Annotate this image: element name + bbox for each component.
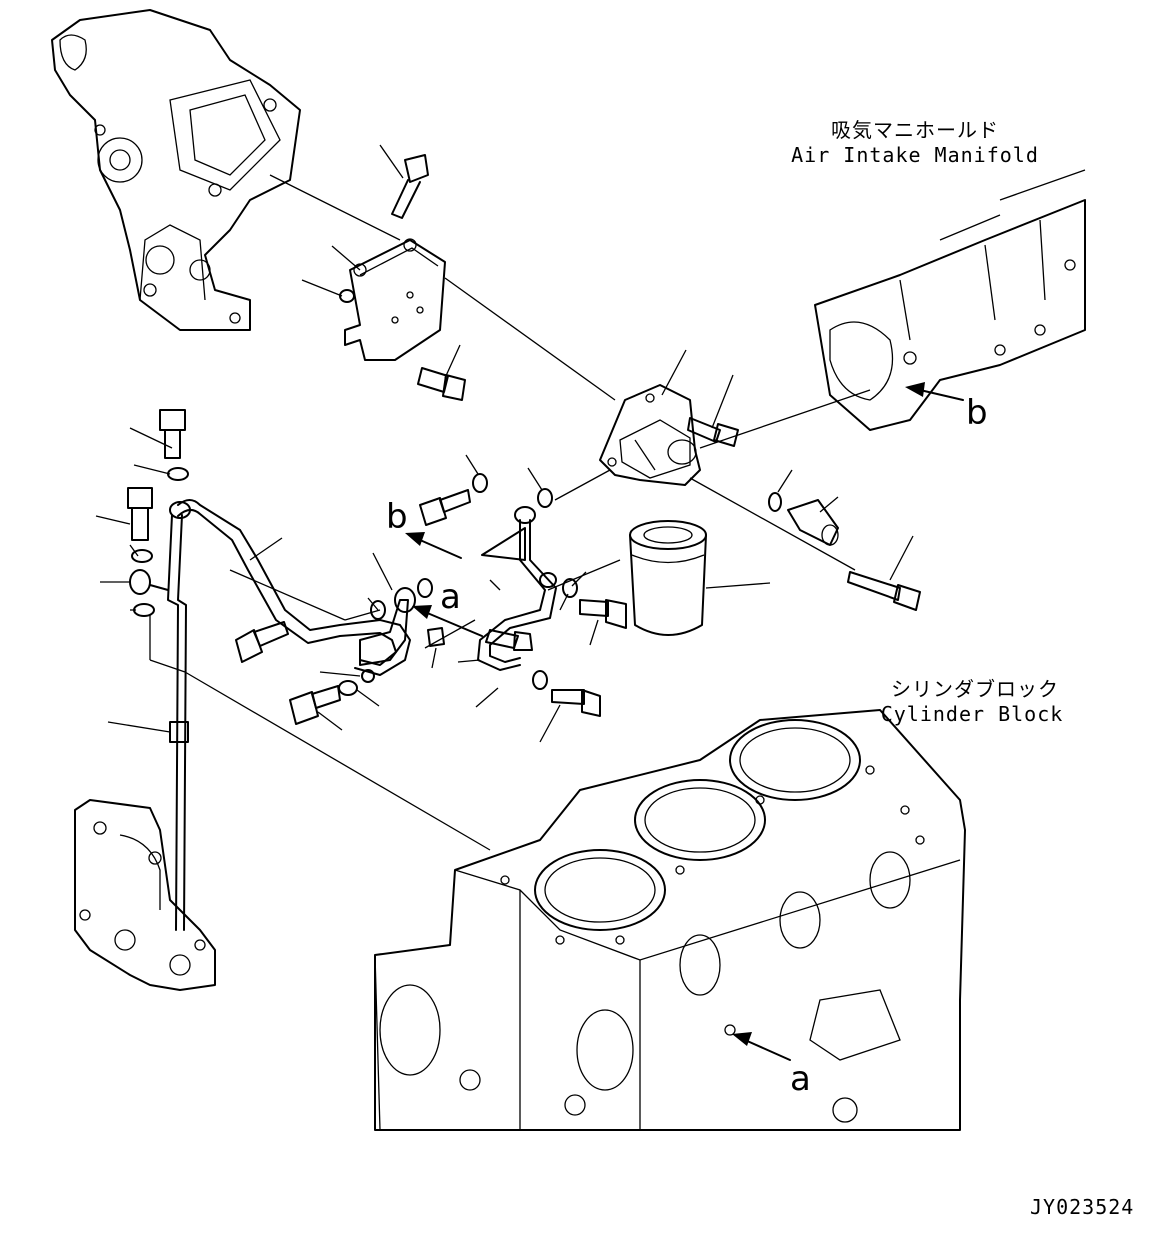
bolt-bracket-bottom [417,367,466,401]
vertical-oil-pipe [149,514,187,931]
pipe-collar [169,721,189,743]
filter-head [599,384,701,486]
oil-pipe-main [169,499,411,676]
leader-lines [95,144,914,851]
pipe-elbow-a [359,599,409,666]
oil-pipe-upper [477,506,557,671]
banjo-mid [394,587,445,647]
cylinder-block-label-jp: シリンダブロック [891,677,1059,701]
filter-cartridge [629,520,707,636]
washers-mid [338,473,578,696]
washer-top-left [167,467,189,481]
washer-left-upper [131,549,153,563]
ref-mark-a-block: a [790,1059,811,1099]
air-intake-manifold-label-jp: 吸気マニホールド [831,118,999,142]
ref-mark-b-manifold: b [966,393,988,433]
ref-mark-a-pipe: a [440,577,461,617]
arrow-icon [405,382,964,1061]
drawing-number: JY023524 [1030,1195,1135,1219]
bolt-mid-left [127,487,153,541]
bolt-bracket-top [391,154,429,219]
air-intake-manifold [814,169,1086,431]
nut-bracket [339,289,355,303]
bolt-top-left [159,409,186,459]
o-ring-right [768,492,782,512]
bolts-mid [235,489,627,725]
housing-top-left [51,9,301,331]
bracket [344,238,446,361]
long-bolt [847,571,921,611]
ref-mark-b-pipe: b [386,497,408,537]
gear-case-bottom-left [74,799,216,991]
banjo-left [129,569,151,595]
air-intake-manifold-label-en: Air Intake Manifold [791,143,1039,167]
cylinder-block-label-en: Cylinder Block [880,702,1064,726]
bolt-filter-head [687,417,739,447]
cylinder-block [374,709,966,1131]
plug [787,499,839,546]
washer-left-lower [133,603,155,617]
